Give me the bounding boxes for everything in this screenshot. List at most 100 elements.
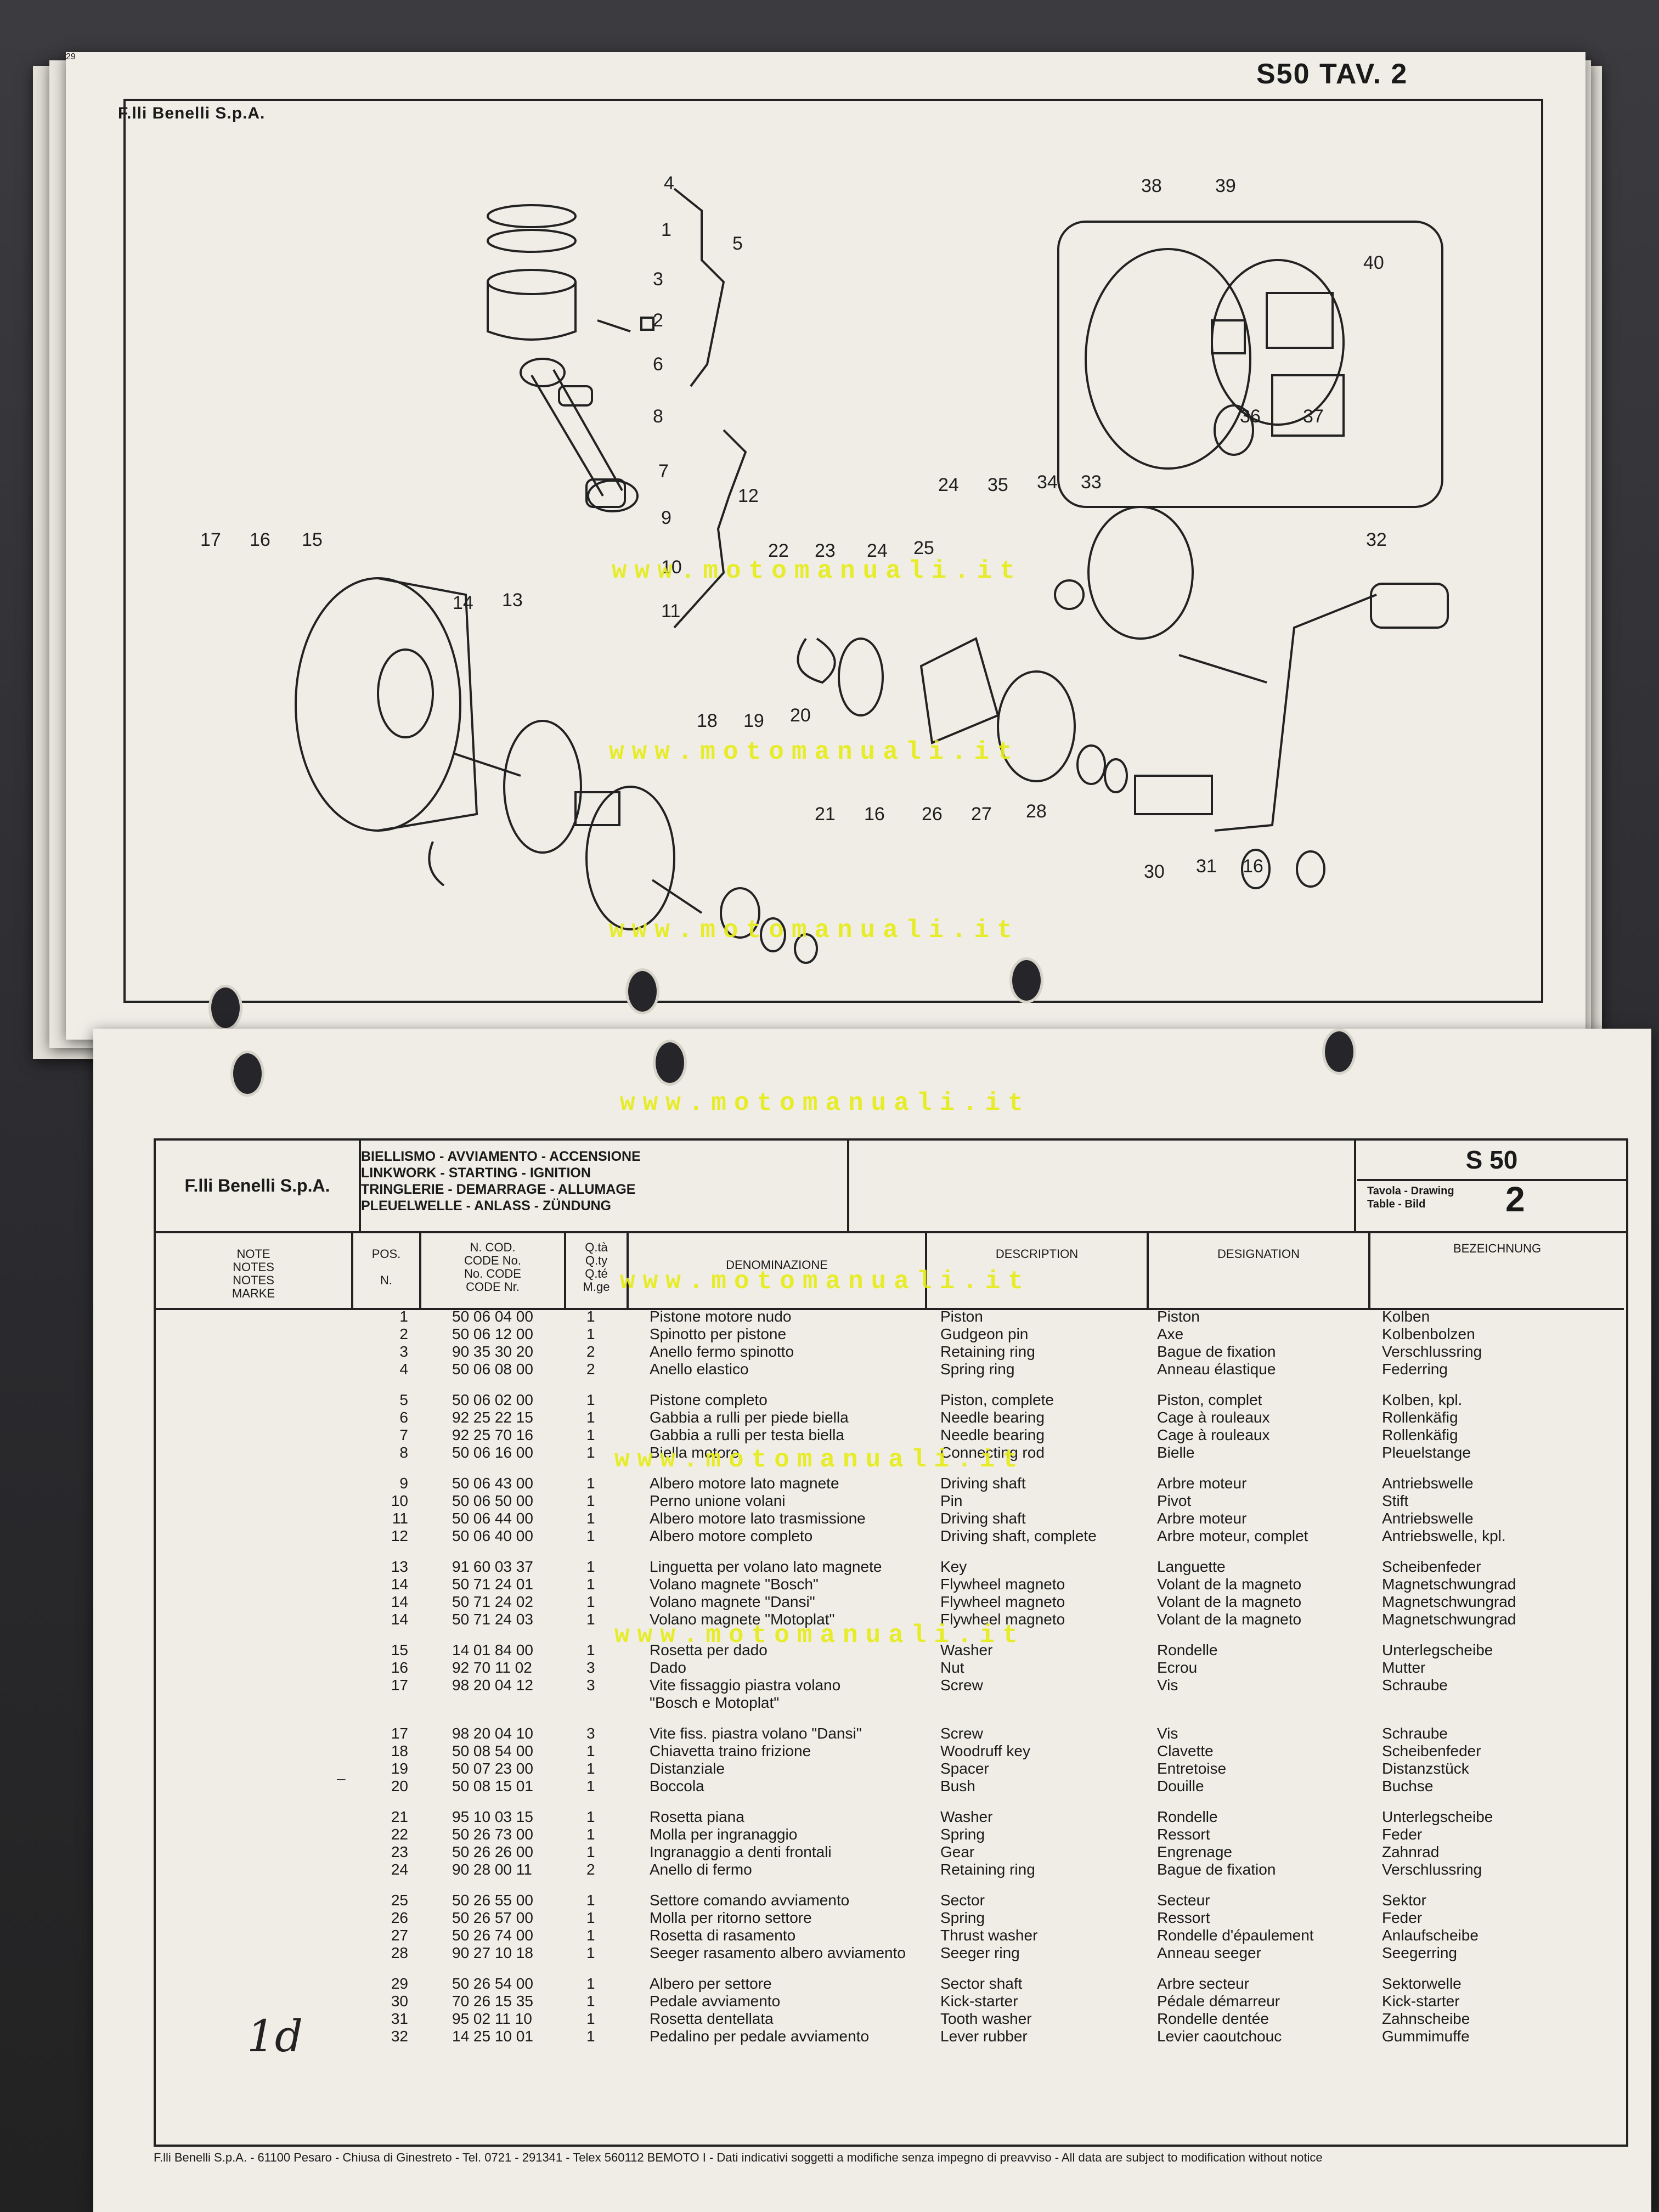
cell-description: Driving shaft (940, 1510, 1026, 1527)
group-gap (1382, 2045, 1623, 2058)
cell-description: Flywheel magneto (940, 1576, 1065, 1593)
cell-code: 50 26 73 00 (452, 1826, 533, 1843)
cell-qty: 1 (586, 1826, 595, 1843)
cell-bezeichnung: Schraube (1382, 1677, 1448, 1694)
callout-34: 34 (1037, 472, 1058, 493)
parts-table: F.lli Benelli S.p.A. BIELLISMO - AVVIAME… (154, 1138, 1628, 2147)
cell-code: 50 07 23 00 (452, 1760, 533, 1777)
col-header-description: DESCRIPTION (927, 1231, 1149, 1310)
cell-code: 90 27 10 18 (452, 1944, 533, 1961)
cell-qty: 1 (586, 1576, 595, 1593)
cell-description: Retaining ring (940, 1861, 1035, 1878)
callout-37: 37 (1303, 406, 1324, 427)
group-gap (650, 1962, 935, 1975)
cell-code: 50 06 04 00 (452, 1308, 533, 1325)
cell-denominazione: Albero motore lato trasmissione (650, 1510, 866, 1527)
cell-code: 50 26 55 00 (452, 1892, 533, 1909)
cell-designation: Volant de la magneto (1157, 1593, 1302, 1610)
callout-9: 9 (661, 507, 672, 528)
cell-denominazione: Vite fissaggio piastra volano (650, 1677, 841, 1694)
cell-designation: Anneau seeger (1157, 1944, 1261, 1961)
cell-qty: 1 (586, 1558, 595, 1575)
callout-16: 16 (250, 529, 270, 550)
binder-hole (1322, 1029, 1356, 1075)
cell-designation: Arbre moteur (1157, 1510, 1247, 1527)
cell-denominazione: Rosetta di rasamento (650, 1927, 796, 1944)
cell-designation: Bielle (1157, 1444, 1195, 1461)
group-gap (1157, 1545, 1365, 1558)
callout-27: 27 (971, 804, 992, 825)
cell-denominazione: Albero per settore (650, 1975, 772, 1992)
cell-code: 91 60 03 37 (452, 1558, 533, 1575)
cell-bezeichnung: Zahnrad (1382, 1843, 1440, 1860)
sector-shaft (1134, 775, 1213, 815)
cell-pos: 14 (391, 1593, 408, 1610)
drawing-brand: F.lli Benelli S.p.A. (118, 104, 266, 122)
group-gap (452, 2045, 573, 2058)
watermark: www.motomanuali.it (620, 1089, 1031, 1118)
cell-pos: 24 (391, 1861, 408, 1878)
cell-bezeichnung: Verschlussring (1382, 1861, 1482, 1878)
cell-description: Spring ring (940, 1361, 1015, 1378)
pedal-rubber (1370, 583, 1449, 629)
cell-pos: 11 (392, 1510, 408, 1527)
cell-description: Flywheel magneto (940, 1611, 1065, 1628)
cell-designation: Secteur (1157, 1892, 1210, 1909)
cell-description: Spring (940, 1909, 985, 1926)
cell-bezeichnung: Antriebswelle (1382, 1510, 1474, 1527)
cell-code: 95 10 03 15 (452, 1808, 533, 1825)
cell-qty: 1 (586, 1975, 595, 1992)
cell-qty: 1 (586, 1492, 595, 1509)
cell-pos (353, 1694, 408, 1712)
cell-code: 14 01 84 00 (452, 1641, 533, 1658)
piston-ring (487, 229, 577, 253)
cell-designation: Rondelle (1157, 1641, 1218, 1658)
group-gap (353, 2045, 408, 2058)
table-title-block: F.lli Benelli S.p.A. BIELLISMO - AVVIAME… (156, 1141, 1626, 1233)
callout-28: 28 (1026, 801, 1047, 822)
cell-qty: 1 (586, 1426, 595, 1443)
callout-12: 12 (738, 486, 759, 506)
cell-code: 95 02 11 10 (452, 2010, 532, 2027)
cell-pos: 32 (391, 2028, 408, 2045)
cell-code: 50 26 54 00 (452, 1975, 533, 1992)
callout-20: 20 (790, 705, 811, 726)
group-gap (940, 1962, 1149, 1975)
cell-qty: 1 (586, 1325, 595, 1342)
cell-code: 90 28 00 11 (452, 1861, 532, 1878)
group-gap (1157, 2045, 1365, 2058)
cell-description: Seeger ring (940, 1944, 1020, 1961)
callout-2: 2 (653, 310, 663, 331)
cell-pos: 14 (391, 1576, 408, 1593)
cell-description: Woodruff key (940, 1742, 1030, 1759)
group-gap (650, 2045, 935, 2058)
cell-code: 50 06 43 00 (452, 1475, 533, 1492)
callout-39: 39 (1215, 176, 1236, 196)
group-gap (1382, 1378, 1623, 1391)
cell-pos: 28 (391, 1944, 408, 1961)
cell-denominazione: Rosetta per dado (650, 1641, 768, 1658)
binder-hole (653, 1040, 687, 1086)
callout-5: 5 (732, 233, 743, 254)
group-gap (586, 2045, 619, 2058)
cell-pos: 19 (391, 1760, 408, 1777)
callout-38: 38 (1141, 176, 1162, 196)
group-gap (452, 1962, 573, 1975)
group-gap (452, 1628, 573, 1641)
cell-denominazione: Biella motore (650, 1444, 740, 1461)
group-gap (452, 1795, 573, 1808)
cell-description: Needle bearing (940, 1409, 1045, 1426)
handwritten-note: 1d (247, 2011, 303, 2062)
callout-33: 33 (1081, 472, 1102, 493)
group-gap (353, 1628, 408, 1641)
group-gap (940, 1712, 1149, 1725)
cell-qty: 2 (586, 1861, 595, 1878)
group-gap (353, 1878, 408, 1892)
cell-code: 92 70 11 02 (452, 1659, 532, 1676)
cell-denominazione: Pedale avviamento (650, 1993, 781, 2010)
cell-bezeichnung: Antriebswelle (1382, 1475, 1474, 1492)
cell-pos: 6 (399, 1409, 408, 1426)
